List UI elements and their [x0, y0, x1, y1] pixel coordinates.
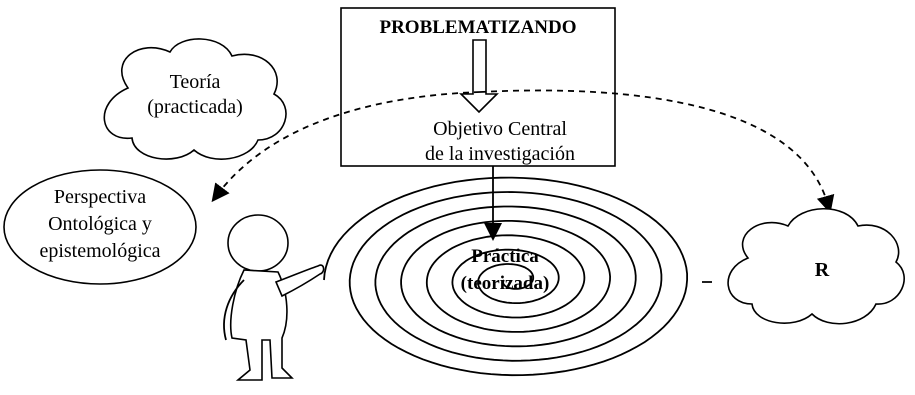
spiral [323, 176, 712, 377]
cloud-left-line1: Teoría [170, 71, 221, 93]
cloud-right-label: R [815, 259, 830, 281]
dashed-arc-arrow-right [479, 89, 835, 214]
cloud-right [727, 207, 905, 325]
top-box-line1: Objetivo Central [433, 118, 567, 140]
person-figure [223, 214, 325, 381]
top-box-title: PROBLEMATIZANDO [379, 17, 576, 38]
spiral-center-line2: (teorizada) [461, 273, 550, 294]
ellipse-left-line1: Perspectiva [54, 186, 146, 208]
hollow-down-arrow [459, 39, 499, 114]
cloud-left [103, 38, 287, 160]
spiral-center-line1: Práctica [471, 246, 539, 267]
ellipse-left-line3: epistemológica [39, 240, 160, 262]
top-box-line2: de la investigación [425, 143, 575, 165]
ellipse-left [3, 169, 197, 285]
dashed-arc-arrow-left [211, 91, 481, 203]
ellipse-left-line2: Ontológica y [48, 213, 152, 235]
cloud-left-line2: (practicada) [147, 96, 242, 118]
